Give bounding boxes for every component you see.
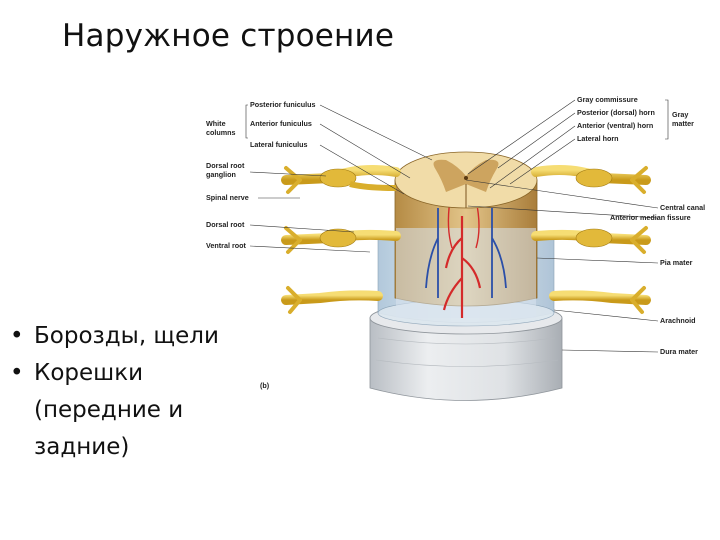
label-gray-matter-2: matter [672, 119, 694, 128]
bullet-dot-icon: • [10, 360, 24, 386]
label-figure-tag: (b) [260, 381, 270, 390]
bullet-text-cont: (передние и [34, 397, 184, 423]
label-central-canal: Central canal [660, 203, 705, 212]
label-pia-mater: Pia mater [660, 258, 693, 267]
bullet-list: • Борозды, щели • Корешки (передние и за… [8, 318, 258, 466]
right-labels: Gray commissure Posterior (dorsal) horn … [577, 95, 705, 356]
right-nerve-roots [531, 165, 651, 314]
spinal-cord-body [394, 179, 538, 318]
left-labels: Posterior funiculus White columns Anteri… [206, 100, 316, 390]
label-dura-mater: Dura mater [660, 347, 698, 356]
label-posterior-horn: Posterior (dorsal) horn [577, 108, 655, 117]
label-ventral-root: Ventral root [206, 241, 247, 250]
label-spinal-nerve: Spinal nerve [206, 193, 249, 202]
bullet-text: Корешки [34, 360, 144, 386]
bullet-text-cont: задние) [34, 434, 130, 460]
bullet-item-roots: • Корешки (передние и задние) [8, 355, 258, 466]
slide-title: Наружное строение [62, 18, 395, 54]
label-dorsal-root: Dorsal root [206, 220, 245, 229]
label-posterior-funiculus: Posterior funiculus [250, 100, 316, 109]
bullet-item-sulci: • Борозды, щели [8, 318, 258, 355]
bullet-dot-icon: • [10, 323, 24, 349]
label-white-columns: White [206, 119, 226, 128]
label-arachnoid: Arachnoid [660, 316, 696, 325]
spinal-cord-diagram: Posterior funiculus White columns Anteri… [206, 95, 705, 401]
label-dorsal-root-ganglion-2: ganglion [206, 170, 236, 179]
label-anterior-funiculus: Anterior funiculus [250, 119, 312, 128]
label-anterior-horn: Anterior (ventral) horn [577, 121, 653, 130]
left-leader-lines [245, 104, 433, 253]
label-gray-matter: Gray [672, 110, 688, 119]
label-anterior-median-fissure: Anterior median fissure [610, 213, 691, 222]
label-white-columns-2: columns [206, 128, 236, 137]
label-dorsal-root-ganglion: Dorsal root [206, 161, 245, 170]
label-gray-commissure: Gray commissure [577, 95, 638, 104]
label-lateral-funiculus: Lateral funiculus [250, 140, 308, 149]
left-nerve-roots [281, 165, 401, 314]
right-leader-lines [465, 99, 669, 353]
bullet-text: Борозды, щели [34, 323, 219, 349]
label-lateral-horn: Lateral horn [577, 134, 619, 143]
